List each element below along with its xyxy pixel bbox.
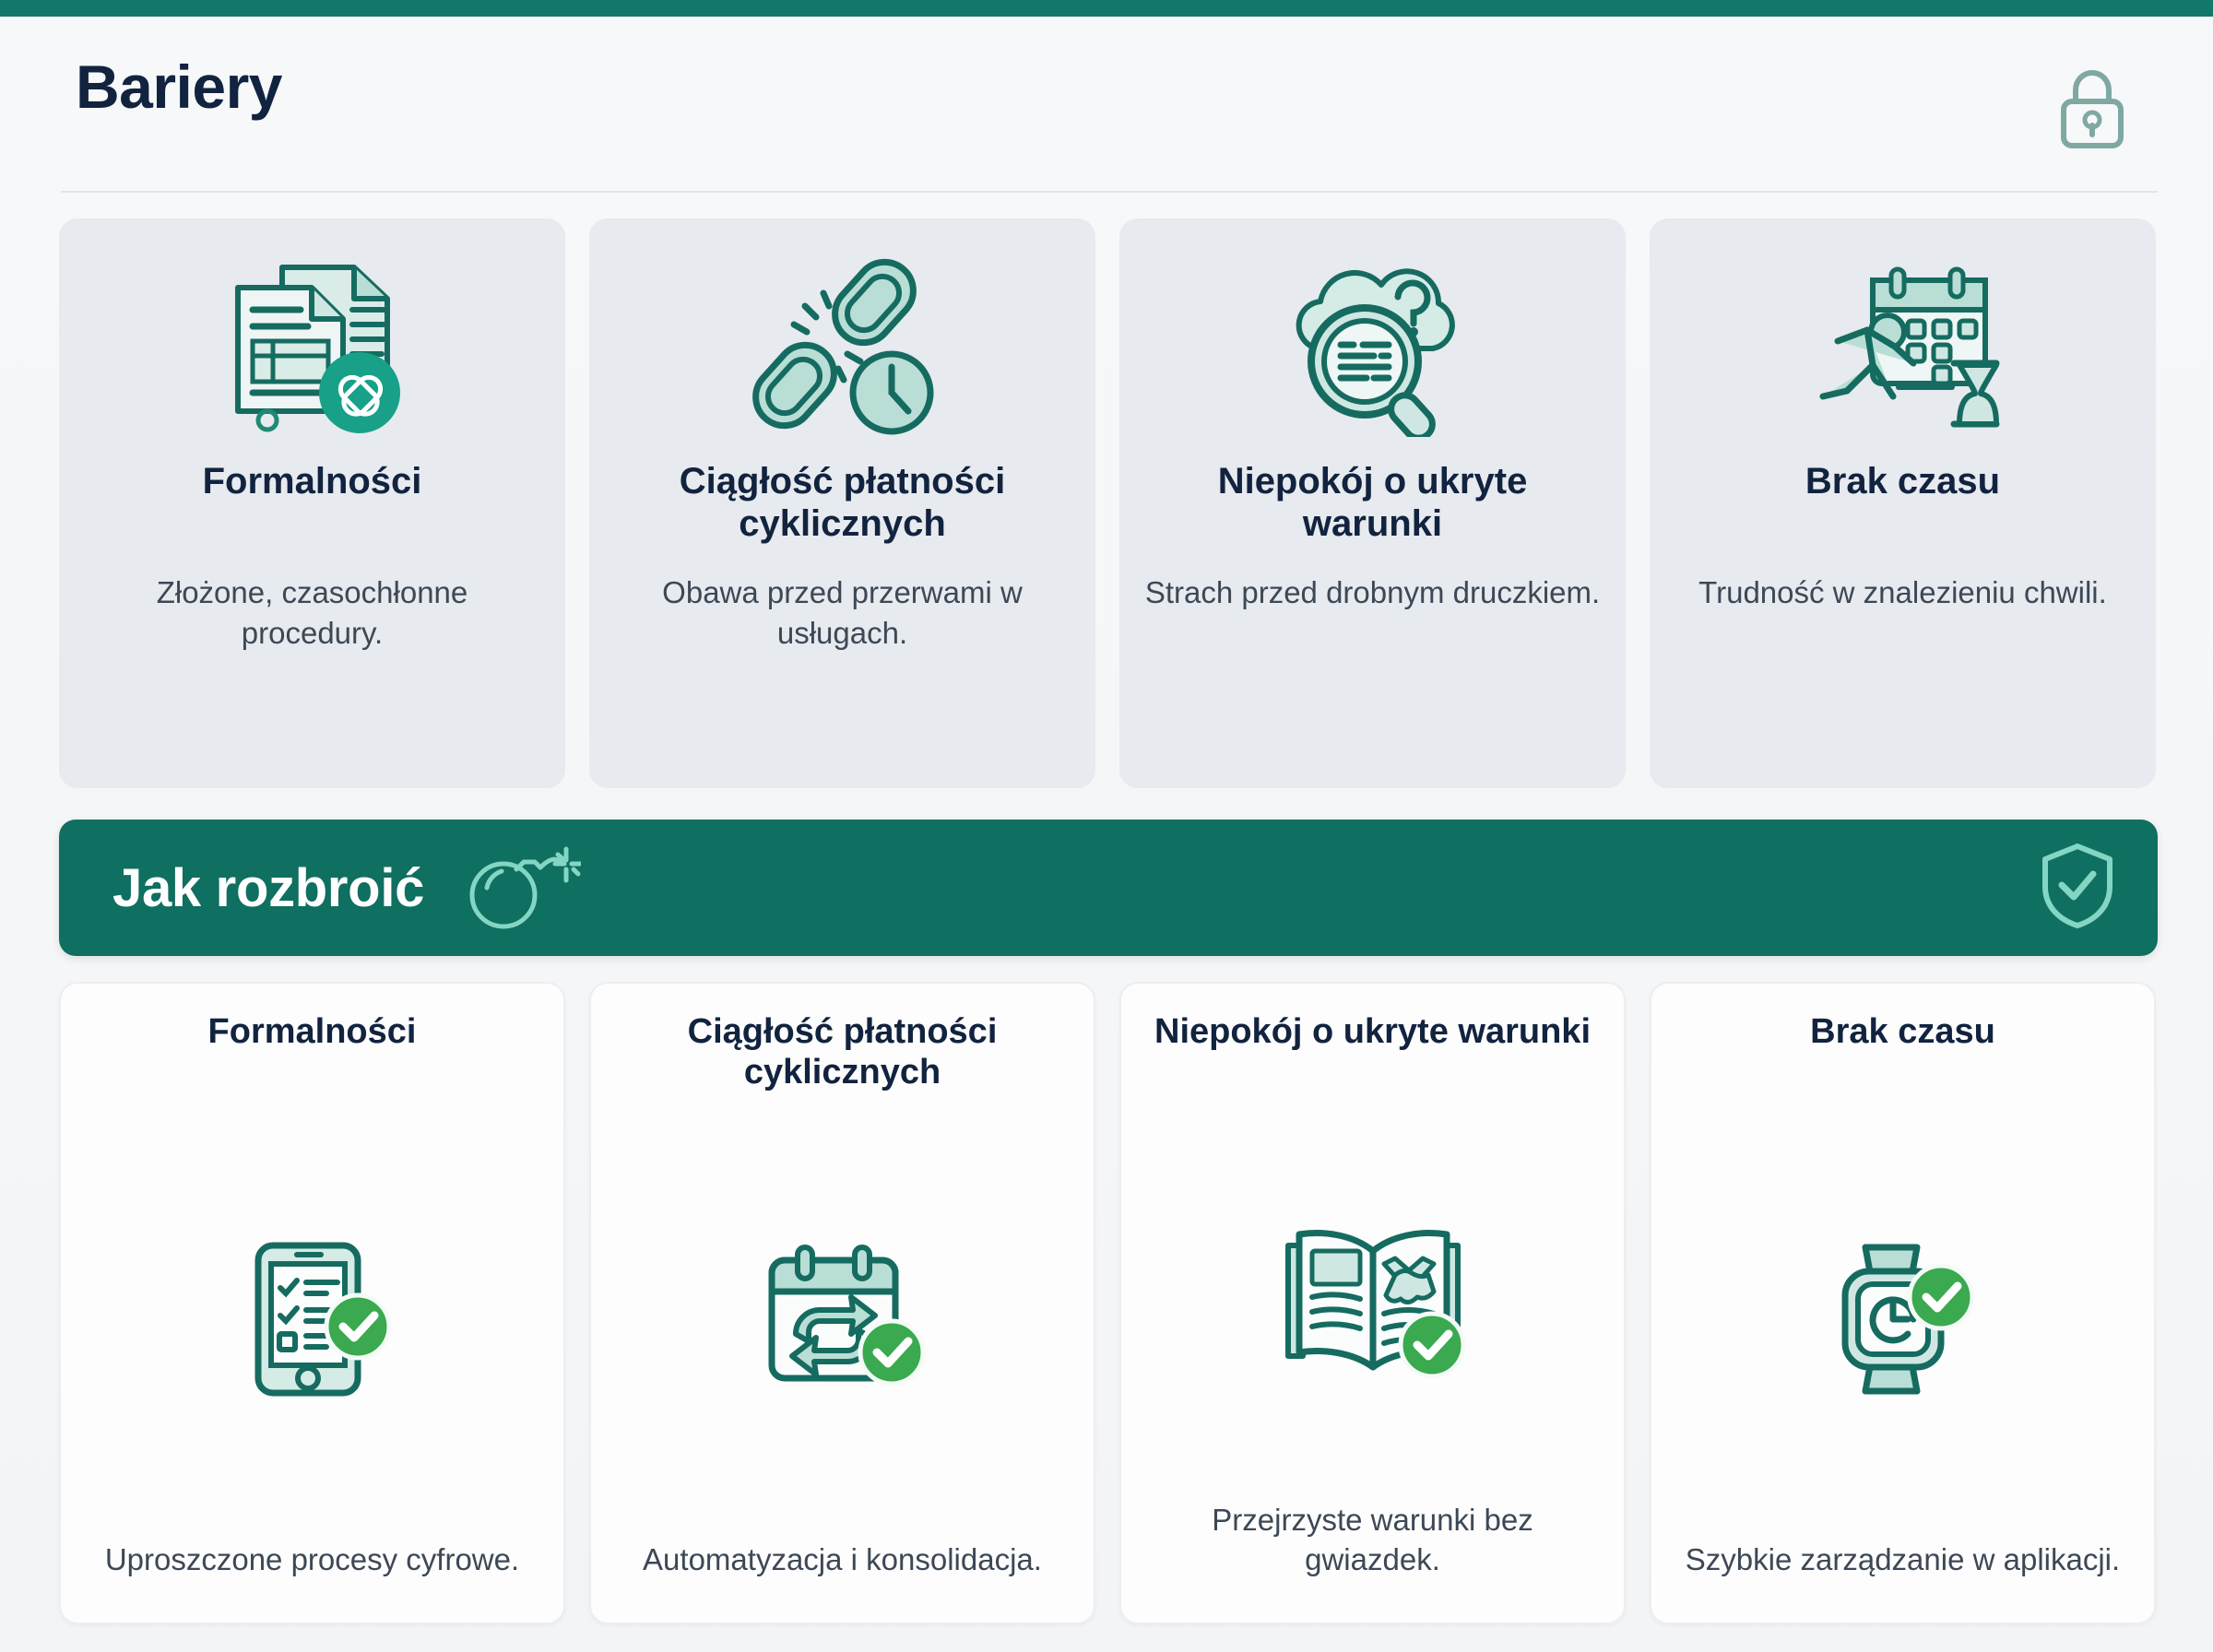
barrier-title: Niepokój o ukryte warunki [1217,461,1528,545]
magnifier-question-cloud-icon [1276,248,1470,442]
barrier-card[interactable]: Ciągłość płatności cyklicznych Obawa prz… [589,218,1095,788]
barrier-title: Brak czasu [1805,461,2001,502]
solution-title: Formalności [207,1012,417,1051]
documents-paperwork-icon [216,248,409,442]
solution-description: Szybkie zarządzanie w aplikacji. [1685,1542,2121,1577]
lock-icon [2056,65,2128,158]
top-accent-strip [0,0,2213,17]
banner-left-group: Jak rozbroić [112,842,584,935]
solution-card[interactable]: Brak czasu Szybkie zarządzanie w aplikac… [1650,982,2156,1624]
page-header: Bariery [0,17,2213,158]
solutions-row: Formalności [0,956,2213,1652]
solution-title: Niepokój o ukryte warunki [1154,1012,1591,1051]
bomb-icon [456,842,584,935]
header-divider [61,191,2158,193]
page-title: Bariery [76,53,283,121]
barrier-card[interactable]: Brak czasu Trudność w znalezieniu chwili… [1650,218,2156,788]
solution-card[interactable]: Ciągłość płatności cyklicznych Automatyz… [589,982,1095,1624]
phone-checklist-icon [227,1096,398,1540]
barrier-title: Ciągłość płatności cyklicznych [679,461,1006,545]
solution-card[interactable]: Formalności [59,982,565,1624]
banner-title: Jak rozbroić [112,857,425,918]
barrier-description: Strach przed drobnym druczkiem. [1144,575,1601,609]
broken-chain-clock-icon [746,248,940,442]
barrier-description: Złożone, czasochłonne procedury. [156,575,468,650]
barrier-description: Trudność w znalezieniu chwili. [1698,575,2107,609]
solution-title: Ciągłość płatności cyklicznych [687,1012,998,1092]
solution-title: Brak czasu [1810,1012,1995,1051]
calendar-recurring-icon [757,1096,929,1540]
barriers-row: Formalności Złożone, czasochłonne proced… [0,193,2213,788]
running-person-calendar-hourglass-icon [1806,248,2000,442]
barrier-card[interactable]: Formalności Złożone, czasochłonne proced… [59,218,565,788]
barrier-description: Obawa przed przerwami w usługach. [662,575,1023,650]
barrier-title: Formalności [202,461,422,502]
solution-description: Uproszczone procesy cyfrowe. [104,1542,520,1577]
how-to-defuse-banner: Jak rozbroić [59,820,2158,956]
open-book-handshake-icon [1281,1096,1465,1500]
solution-description: Automatyzacja i konsolidacja. [643,1542,1042,1577]
solution-description: Przejrzyste warunki bez gwiazdek. [1212,1502,1533,1577]
barrier-card[interactable]: Niepokój o ukryte warunki Strach przed d… [1119,218,1626,788]
shield-check-icon [2038,841,2117,936]
smartwatch-clock-icon [1817,1096,1989,1540]
solution-card[interactable]: Niepokój o ukryte warunki [1119,982,1626,1624]
